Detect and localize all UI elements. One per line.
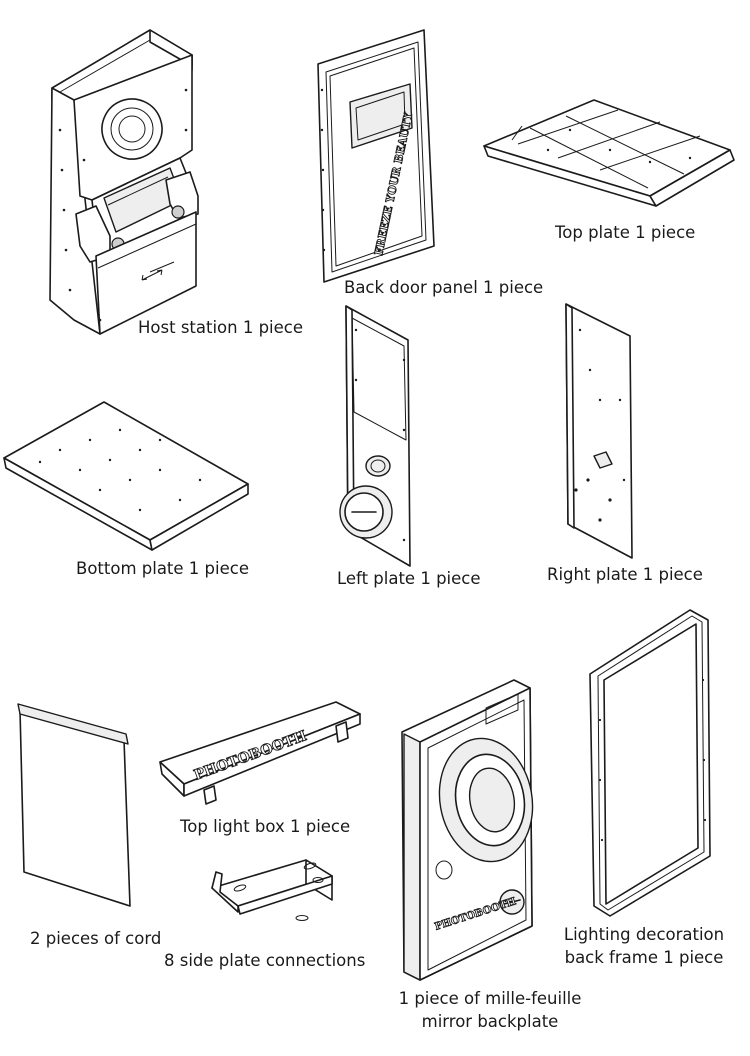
mirror-backplate-caption: 1 piece of mille-feuille mirror backplat… [372,987,608,1033]
lighting-frame-caption: Lighting decoration back frame 1 piece [546,923,742,969]
side-plate-connections-caption: 8 side plate connections [164,951,366,970]
cord-caption: 2 pieces of cord [30,929,162,948]
lighting-frame-caption-line2: back frame 1 piece [564,948,724,967]
back-door-panel-caption: Back door panel 1 piece [344,278,544,297]
lighting-frame-caption-line1: Lighting decoration [563,925,725,944]
mirror-backplate-caption-line2: mirror backplate [421,1012,559,1031]
top-light-box-caption: Top light box 1 piece [180,817,351,836]
top-plate-caption: Top plate 1 piece [555,223,696,242]
right-plate-caption: Right plate 1 piece [547,565,703,584]
left-plate-caption: Left plate 1 piece [337,569,481,588]
mirror-backplate-caption-line1: 1 piece of mille-feuille [398,989,582,1008]
host-station-caption: Host station 1 piece [138,318,304,337]
bottom-plate-caption: Bottom plate 1 piece [76,559,249,578]
